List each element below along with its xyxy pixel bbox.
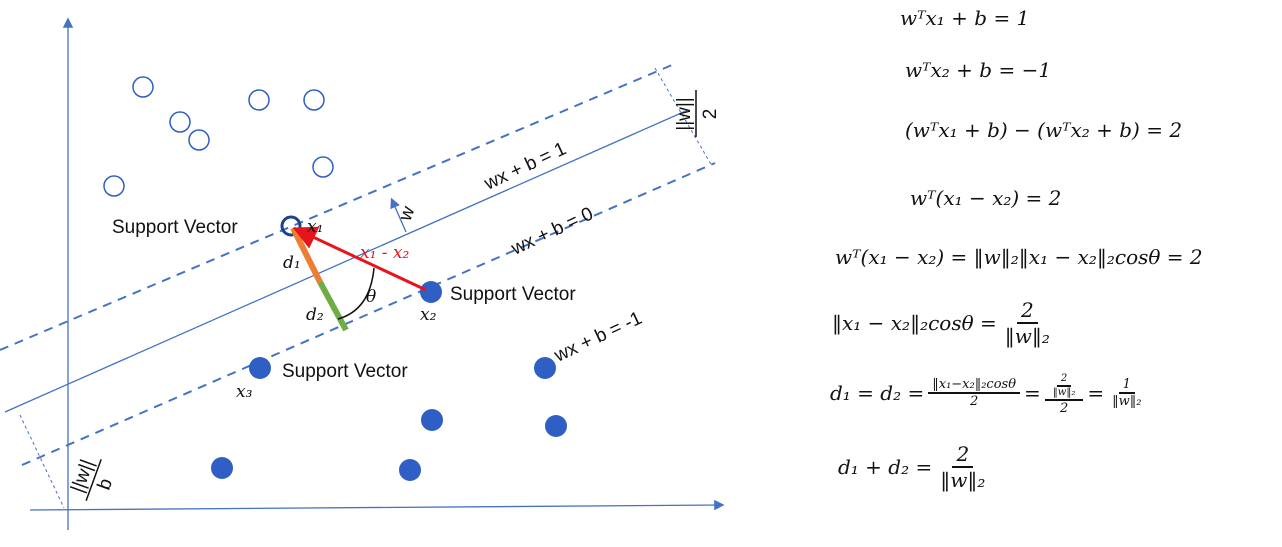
w-label: w [395,203,420,224]
diff-vector-arrow [292,226,427,292]
equation-2: wᵀx₂ + b = −1 [905,58,1052,82]
support-vector-x1 [280,215,302,237]
margin-width-label: ||w|| 2 [674,90,721,137]
fraction: 2‖w‖₂ [1004,298,1050,348]
point [399,459,421,481]
fraction: 2‖w‖₂ [940,442,986,492]
svg-text:||w||: ||w|| [674,97,695,130]
margin-line-minus [21,162,716,466]
eq6-lhs: ‖x₁ − x₂‖₂cosθ = [832,311,997,335]
equation-6: ‖x₁ − x₂‖₂cosθ = 2‖w‖₂ [832,298,1058,348]
equation-1: wᵀx₁ + b = 1 [900,6,1030,30]
x-axis [29,499,725,511]
theta-arc [337,267,375,320]
margin-line-plus [0,64,673,351]
support-vector-x3 [249,357,271,379]
point [169,111,191,133]
svg-text:||w||: ||w|| [67,457,98,496]
d2-label: d₂ [306,305,324,325]
x1-label: x₁ [307,217,323,237]
theta-label: θ [366,287,376,307]
eq7-lhs: d₁ = d₂ = [830,381,925,406]
hyperplane-plus-label: wx + b = 1 [480,138,569,195]
eq7-equals: = [1024,381,1041,406]
offset-dimension [19,414,65,509]
support-vector-label-3: Support Vector [282,361,408,382]
point [103,175,125,197]
d2-segment [317,280,349,332]
x2-label: x₂ [420,305,437,325]
point [132,76,154,98]
hyperplane-zero-label: wx + b = 0 [507,203,596,260]
point [534,357,556,379]
x3-label: x₃ [236,382,253,402]
fraction: 1‖w‖₂ [1112,376,1142,410]
open-points [103,76,334,197]
point [303,89,325,111]
svg-text:b: b [94,476,117,493]
eq7-equals-2: = [1087,381,1105,406]
point [211,457,233,479]
support-vector-x2 [420,281,442,303]
equation-8: d₁ + d₂ = 2‖w‖₂ [838,442,993,492]
equation-5: wᵀ(x₁ − x₂) = ‖w‖₂‖x₁ − x₂‖₂cosθ = 2 [835,245,1203,269]
hyperplane-minus-label: wx + b = -1 [550,308,645,367]
point [248,89,270,111]
diff-label: x₁ - x₂ [360,243,410,263]
offset-label: ||w|| b [67,457,117,501]
support-vector-label-2: Support Vector [450,284,576,305]
d1-label: d₁ [283,253,301,273]
equation-3: (wᵀx₁ + b) − (wᵀx₂ + b) = 2 [905,118,1183,142]
svg-text:2: 2 [700,109,721,120]
margin-dimension [654,67,713,167]
equation-4: wᵀ(x₁ − x₂) = 2 [910,186,1062,210]
hyperplane-line [4,109,689,413]
svm-diagram: Support Vector Support Vector Support Ve… [0,17,725,530]
point [545,415,567,437]
point [188,129,210,151]
eq8-lhs: d₁ + d₂ = [838,455,933,479]
point [421,409,443,431]
filled-points [211,281,567,481]
support-vector-label-1: Support Vector [112,217,238,238]
point [312,156,334,178]
w-arrow [390,197,407,233]
